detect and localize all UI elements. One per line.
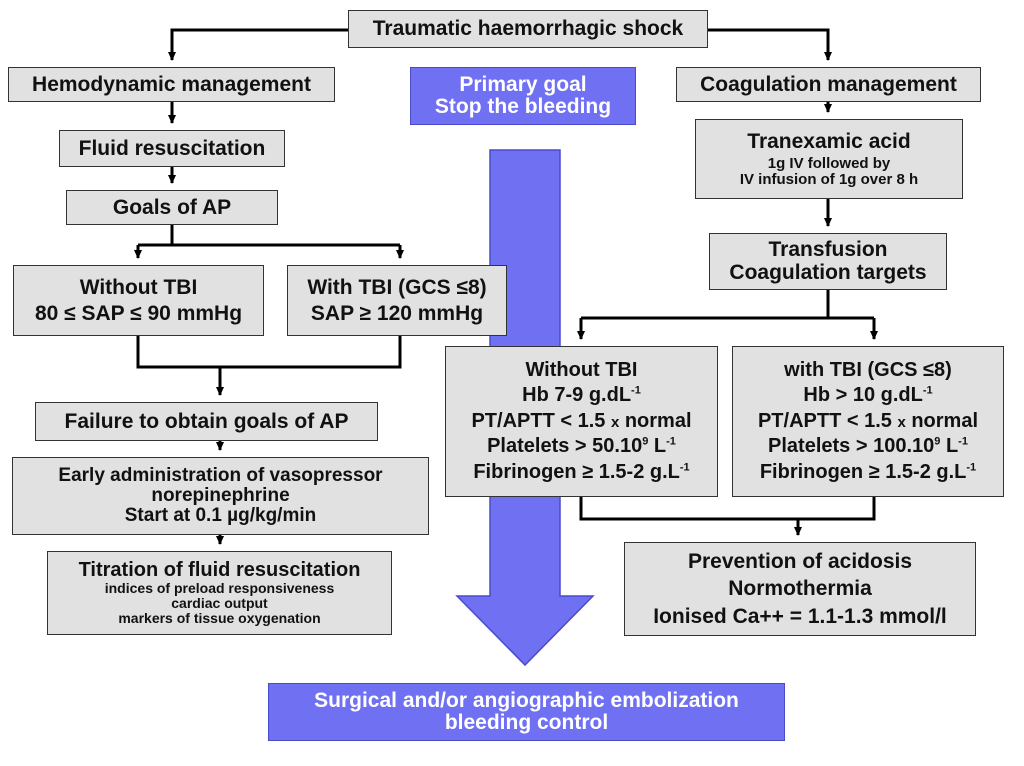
node-title-text: Traumatic haemorrhagic shock [372, 17, 684, 41]
node-title: Traumatic haemorrhagic shock [348, 10, 708, 48]
titration-line3: cardiac output [171, 595, 268, 612]
without-tbi-right-hb: Hb 7-9 g.dL-1 [522, 384, 641, 407]
connector-title-left [168, 28, 348, 61]
tranexamic-line1: Tranexamic acid [747, 129, 911, 153]
connector-goals-split [138, 225, 400, 247]
transfusion-line1: Transfusion [768, 238, 888, 262]
node-failure-goals-ap: Failure to obtain goals of AP [35, 402, 378, 441]
connector-merge-right [579, 497, 876, 535]
transfusion-line2: Coagulation targets [729, 260, 927, 284]
without-tbi-right-ptaptt: PT/APTT < 1.5 x normal [471, 409, 692, 432]
vasopressor-line3: Start at 0.1 µg/kg/min [124, 504, 317, 526]
connector-transfusion-split [581, 290, 874, 320]
titration-line1: Titration of fluid resuscitation [78, 559, 361, 582]
without-tbi-right-line1: Without TBI [525, 358, 638, 381]
tranexamic-line2: 1g IV followed by [767, 154, 891, 172]
node-titration: Titration of fluid resuscitation indices… [47, 551, 392, 635]
node-primary-goal: Primary goal Stop the bleeding [410, 67, 636, 125]
with-tbi-right-ptaptt: PT/APTT < 1.5 x normal [757, 409, 979, 432]
hemodynamic-label: Hemodynamic management [32, 72, 311, 96]
titration-line4: markers of tissue oxygenation [118, 609, 321, 626]
without-tbi-left-line1: Without TBI [79, 276, 198, 300]
failure-label: Failure to obtain goals of AP [64, 409, 349, 433]
prevention-line2: Normothermia [728, 577, 872, 601]
primary-goal-line2: Stop the bleeding [434, 95, 612, 118]
connector-merge [136, 336, 402, 395]
with-tbi-right-hb: Hb > 10 g.dL-1 [803, 384, 933, 407]
without-tbi-right-platelets: Platelets > 50.109 L-1 [487, 435, 676, 458]
node-hemodynamic-management: Hemodynamic management [8, 67, 335, 102]
node-without-tbi-right: Without TBI Hb 7-9 g.dL-1 PT/APTT < 1.5 … [445, 346, 718, 497]
coagulation-label: Coagulation management [700, 72, 957, 96]
without-tbi-right-fibrinogen: Fibrinogen ≥ 1.5-2 g.L-1 [473, 460, 690, 483]
node-fluid-resuscitation: Fluid resuscitation [59, 130, 285, 167]
node-with-tbi-left: With TBI (GCS ≤8) SAP ≥ 120 mmHg [287, 265, 507, 336]
node-transfusion: Transfusion Coagulation targets [709, 233, 947, 290]
with-tbi-right-fibrinogen: Fibrinogen ≥ 1.5-2 g.L-1 [759, 460, 977, 483]
node-vasopressor: Early administration of vasopressor nore… [12, 457, 429, 535]
vasopressor-line2: norepinephrine [151, 485, 290, 507]
with-tbi-right-platelets: Platelets > 100.109 L-1 [768, 435, 968, 458]
prevention-line1: Prevention of acidosis [687, 550, 913, 574]
fluid-label: Fluid resuscitation [78, 136, 266, 160]
titration-line2: indices of preload responsiveness [104, 580, 335, 597]
connector-title-right [708, 28, 832, 61]
prevention-line3: Ionised Ca++ = 1.1-1.3 mmol/l [653, 604, 947, 628]
node-tranexamic-acid: Tranexamic acid 1g IV followed by IV inf… [695, 119, 963, 199]
node-with-tbi-right: with TBI (GCS ≤8) Hb > 10 g.dL-1 PT/APTT… [732, 346, 1004, 497]
tranexamic-line3: IV infusion of 1g over 8 h [739, 170, 919, 188]
without-tbi-left-line2: 80 ≤ SAP ≤ 90 mmHg [34, 301, 243, 325]
with-tbi-left-line2: SAP ≥ 120 mmHg [310, 301, 484, 325]
primary-goal-line1: Primary goal [459, 72, 587, 96]
node-surgical-embolization: Surgical and/or angiographic embolizatio… [268, 683, 785, 741]
with-tbi-left-line1: With TBI (GCS ≤8) [307, 276, 487, 300]
node-prevention: Prevention of acidosis Normothermia Ioni… [624, 542, 976, 636]
surgical-line1: Surgical and/or angiographic embolizatio… [314, 688, 739, 712]
with-tbi-right-line1: with TBI (GCS ≤8) [784, 358, 952, 381]
node-goals-of-ap: Goals of AP [66, 190, 278, 225]
goals-ap-label: Goals of AP [112, 195, 232, 219]
surgical-line2: bleeding control [444, 711, 609, 734]
vasopressor-line1: Early administration of vasopressor [58, 465, 383, 487]
node-coagulation-management: Coagulation management [676, 67, 981, 102]
node-without-tbi-left: Without TBI 80 ≤ SAP ≤ 90 mmHg [13, 265, 264, 336]
